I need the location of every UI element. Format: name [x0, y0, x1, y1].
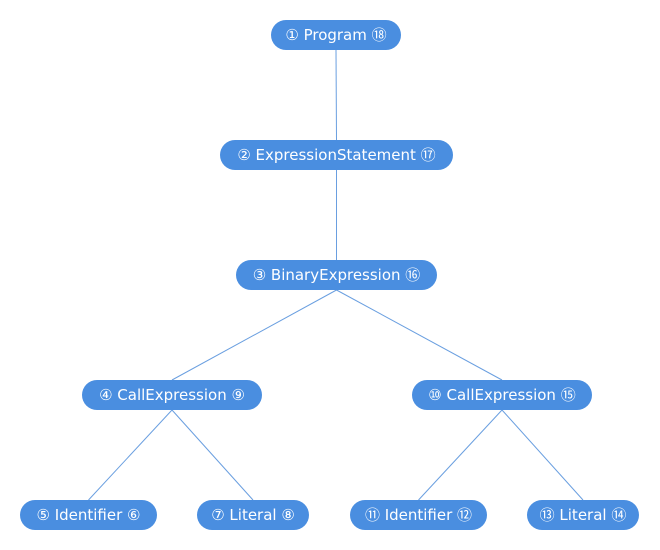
edge-call-expression-left-to-identifier-left [88, 409, 173, 501]
edge-call-expression-right-to-identifier-right [418, 409, 503, 501]
node-call-expression-right: ⑩ CallExpression ⑮ [412, 380, 592, 410]
node-expression-statement: ② ExpressionStatement ⑰ [220, 140, 453, 170]
node-label: ② ExpressionStatement ⑰ [237, 146, 436, 164]
edge-program-to-expression-statement [335, 49, 337, 141]
node-label: ③ BinaryExpression ⑯ [252, 266, 421, 284]
node-label: ⑦ Literal ⑧ [211, 506, 295, 524]
node-label: ⑩ CallExpression ⑮ [428, 386, 576, 404]
node-label: ⑪ Identifier ⑫ [364, 506, 473, 524]
node-literal-right: ⑬ Literal ⑭ [527, 500, 639, 530]
node-label: ④ CallExpression ⑨ [99, 386, 245, 404]
edge-binary-expression-to-call-expression-left [171, 289, 337, 381]
node-literal-left: ⑦ Literal ⑧ [197, 500, 309, 530]
node-identifier-right: ⑪ Identifier ⑫ [350, 500, 487, 530]
node-identifier-left: ⑤ Identifier ⑥ [20, 500, 157, 530]
edge-call-expression-left-to-literal-left [171, 409, 254, 501]
node-call-expression-left: ④ CallExpression ⑨ [82, 380, 262, 410]
node-binary-expression: ③ BinaryExpression ⑯ [236, 260, 437, 290]
node-label: ① Program ⑱ [285, 26, 387, 44]
node-program: ① Program ⑱ [271, 20, 401, 50]
node-label: ⑬ Literal ⑭ [539, 506, 627, 524]
edge-call-expression-right-to-literal-right [501, 409, 584, 501]
node-label: ⑤ Identifier ⑥ [36, 506, 141, 524]
edge-binary-expression-to-call-expression-right [336, 289, 503, 381]
